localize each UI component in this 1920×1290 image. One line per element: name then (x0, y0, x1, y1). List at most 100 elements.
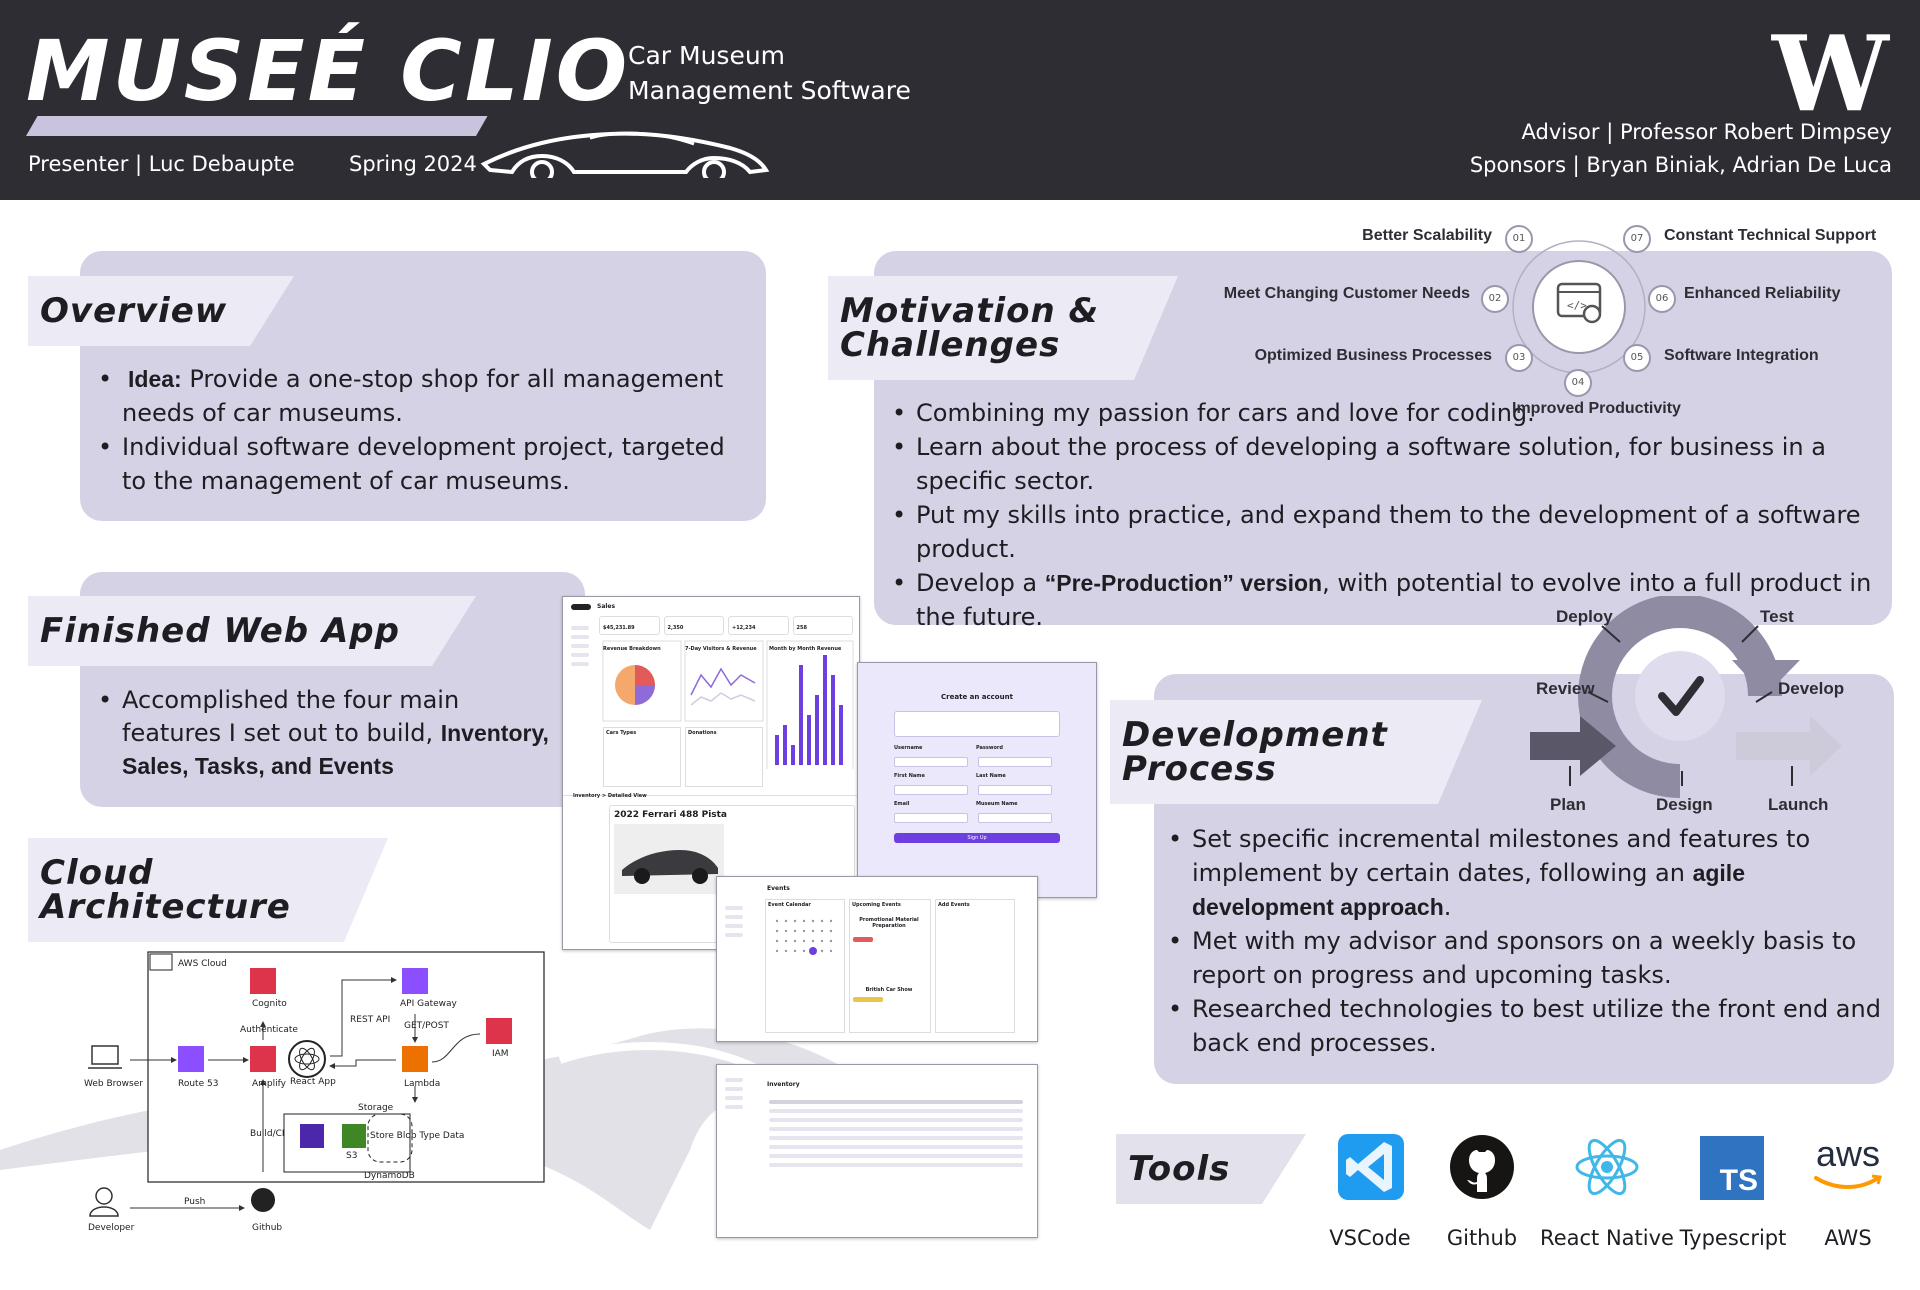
devprocess-bullet: Set specific incremental milestones and … (1166, 822, 1886, 924)
motivation-bullet: Put my skills into practice, and expand … (890, 498, 1880, 566)
overview-heading: Overview (28, 276, 294, 346)
cognito-label: Cognito (252, 999, 287, 1009)
wheel-number: 01 (1505, 225, 1533, 253)
aws-cloud-label: AWS Cloud (178, 959, 227, 969)
motivation-heading-line-1: Motivation & (840, 291, 1100, 331)
tools-heading: Tools (1116, 1134, 1306, 1204)
chart-label: Cars Types (603, 727, 681, 787)
cycle-label: Design (1656, 795, 1713, 814)
email-input[interactable] (894, 813, 968, 823)
sales-dashboard-screenshot: Sales $45,231.89 2,350 +12,234 258 Reven… (562, 596, 860, 950)
svg-text:</>: </> (1567, 299, 1587, 312)
cycle-label: Launch (1768, 795, 1828, 814)
last-name-input[interactable] (978, 785, 1052, 795)
webapp-bullet: Accomplished the four main features I se… (96, 684, 556, 783)
signup-field-label: Username (894, 745, 923, 751)
rest-api-label: REST API (350, 1015, 390, 1025)
api-gateway-label: API Gateway (400, 999, 458, 1009)
events-column: Add Events (935, 899, 1015, 1033)
signup-title: Create an account (941, 693, 1013, 701)
authenticate-label: Authenticate (240, 1025, 298, 1035)
wheel-label: Meet Changing Customer Needs (1223, 285, 1470, 302)
store-blob-label: Store Blob Type Data (370, 1131, 464, 1141)
motivation-list: Combining my passion for cars and love f… (890, 396, 1880, 634)
event-item: British Car Show (865, 987, 913, 993)
events-column: Event Calendar (765, 899, 845, 1033)
tool-label: React Native (1540, 1226, 1674, 1250)
github-icon (1447, 1132, 1517, 1206)
cloud-heading-line-1: Cloud (40, 853, 154, 893)
devprocess-bullet: Met with my advisor and sponsors on a we… (1166, 924, 1886, 992)
idea-label: Idea: (128, 366, 182, 392)
cycle-label: Develop (1778, 679, 1844, 698)
motivation-bullet: Combining my passion for cars and love f… (890, 396, 1880, 430)
wheel-number: 02 (1481, 285, 1509, 313)
s3-label: S3 (346, 1151, 357, 1161)
s3-icon (342, 1124, 366, 1148)
username-input[interactable] (894, 757, 968, 767)
title-underline (26, 116, 488, 136)
first-name-input[interactable] (894, 785, 968, 795)
screen-title: Sales (597, 603, 616, 610)
signup-field-label: Museum Name (976, 801, 1018, 807)
bullet-text: , with potential to evolve into a full p… (916, 569, 1872, 631)
aws-glyph: aws (1815, 1133, 1881, 1174)
car-photo (614, 824, 724, 894)
devprocess-bullet: Researched technologies to best utilize … (1166, 992, 1886, 1060)
api-gateway-icon (402, 968, 428, 994)
wheel-label: Optimized Business Processes (1254, 347, 1492, 364)
stat-card: 258 (792, 616, 853, 635)
lambda-label: Lambda (404, 1079, 440, 1089)
wheel-label: Constant Technical Support (1664, 227, 1877, 244)
project-subtitle: Car Museum Management Software (628, 38, 911, 108)
museum-name-input[interactable] (978, 813, 1052, 823)
build-ci-label: Build/CI (250, 1129, 285, 1139)
signup-field-label: Password (976, 745, 1003, 751)
cycle-label: Plan (1550, 795, 1586, 814)
signup-button[interactable]: Sign Up (894, 833, 1060, 843)
car-name: 2022 Ferrari 488 Pista (614, 810, 728, 820)
motivation-heading: Motivation & Challenges (828, 276, 1178, 380)
webapp-list: Accomplished the four main features I se… (96, 684, 556, 783)
sponsors-text: Sponsors | Bryan Biniak, Adrian De Luca (1469, 153, 1892, 177)
app-logo (571, 603, 591, 610)
chart-label: Revenue Breakdown (603, 646, 661, 652)
iam-icon (486, 1018, 512, 1044)
storage-label: Storage (358, 1103, 394, 1113)
inventory-screenshot: Inventory (716, 1064, 1038, 1238)
cloud-heading: Cloud Architecture (28, 838, 388, 942)
devprocess-heading: Development Process (1110, 700, 1482, 804)
github-node-icon (251, 1188, 275, 1212)
wheel-label: Better Scalability (1362, 227, 1492, 244)
pre-production-strong: “Pre-Production” version (1044, 570, 1323, 596)
advisor-text: Advisor | Professor Robert Dimpsey (1521, 120, 1892, 144)
project-title: MUSEÉ CLIO (26, 22, 631, 120)
lambda-icon (402, 1046, 428, 1072)
dynamodb-icon (300, 1124, 324, 1148)
agile-strong: agile development approach (1192, 860, 1745, 920)
bullet-text: Set specific incremental milestones and … (1192, 825, 1811, 887)
bullet-text: . (1443, 893, 1452, 921)
wheel-number: 07 (1623, 225, 1651, 253)
get-post-label: GET/POST (404, 1021, 449, 1031)
push-label: Push (184, 1197, 205, 1207)
wheel-number: 05 (1623, 344, 1651, 372)
tool-label: Github (1446, 1226, 1518, 1250)
bullet-text: Develop a (916, 569, 1045, 597)
subtitle-line-1: Car Museum (628, 41, 786, 70)
bullet-text: Accomplished the four main features I se… (122, 686, 460, 747)
screen-title: Events (767, 885, 790, 892)
wheel-number: 04 (1564, 369, 1592, 397)
benefits-wheel: </> (1512, 240, 1646, 374)
stat-card: $45,231.89 (599, 616, 660, 635)
route53-label: Route 53 (178, 1079, 218, 1089)
password-input[interactable] (978, 757, 1052, 767)
devprocess-heading-line-2: Process (1122, 749, 1277, 789)
aws-icon: aws (1810, 1136, 1886, 1200)
chart-label: 7-Day Visitors & Revenue (685, 646, 757, 652)
cloud-architecture-diagram: AWS Cloud Web Browser Route 53 Amplify C… (84, 951, 545, 1233)
browser-label: Web Browser (84, 1079, 143, 1089)
signup-field-label: Email (894, 801, 910, 807)
check-icon (1658, 676, 1704, 716)
cognito-icon (250, 968, 276, 994)
